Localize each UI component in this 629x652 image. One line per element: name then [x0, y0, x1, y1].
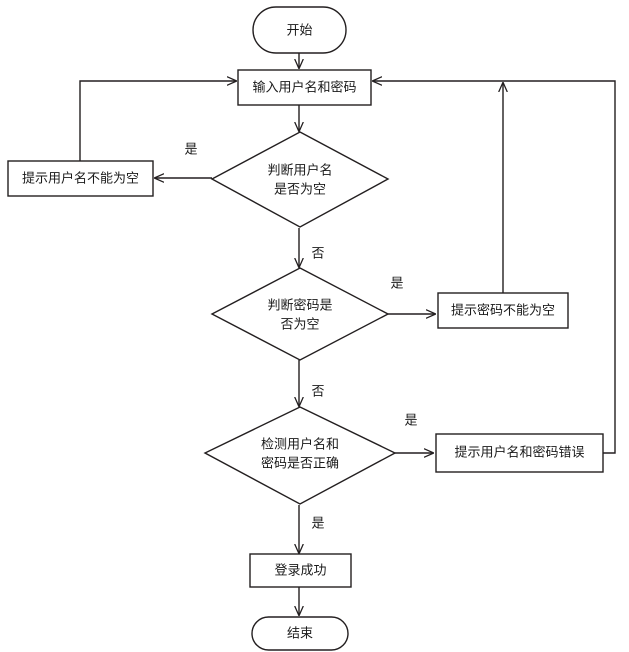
node-login-success[interactable]: 登录成功 [249, 553, 352, 588]
node-start-label: 开始 [286, 24, 312, 39]
node-end[interactable]: 结束 [251, 616, 349, 651]
node-warn-credentials-wrong[interactable]: 提示用户名和密码错误 [435, 433, 604, 473]
node-check-credentials-label-line1: 检测用户名和 [261, 437, 339, 453]
node-input-credentials-shape [237, 69, 372, 106]
edge-label-password-empty-no: 否 [311, 385, 324, 400]
node-start-shape [252, 6, 347, 54]
node-warn-password-empty-shape [437, 292, 569, 329]
node-check-password-empty[interactable]: 判断密码是 否为空 [210, 267, 390, 361]
node-warn-credentials-wrong-shape [435, 433, 604, 473]
node-check-username-empty-label-line2: 是否为空 [274, 183, 326, 198]
node-login-success-label: 登录成功 [274, 564, 326, 579]
node-warn-username-empty[interactable]: 提示用户名不能为空 [7, 160, 154, 197]
edge-label-username-empty-no: 否 [311, 247, 324, 262]
node-login-success-shape [249, 553, 352, 588]
node-warn-password-empty-label: 提示密码不能为空 [451, 303, 555, 319]
node-input-credentials[interactable]: 输入用户名和密码 [237, 69, 372, 106]
node-check-username-empty-label-line1: 判断用户名 [267, 163, 332, 179]
node-warn-username-empty-label: 提示用户名不能为空 [22, 171, 139, 187]
edge-warn-credentials-back-to-input [503, 80, 616, 454]
node-check-credentials[interactable]: 检测用户名和 密码是否正确 [203, 406, 397, 505]
edge-label-password-empty-yes: 是 [390, 277, 403, 292]
edge-label-username-empty-yes: 是 [184, 143, 197, 158]
edge-label-credentials-yes: 是 [404, 414, 417, 429]
node-start[interactable]: 开始 [252, 6, 347, 54]
node-check-password-empty-label-line1: 判断密码是 [267, 298, 332, 314]
node-end-label: 结束 [287, 627, 313, 642]
node-check-password-empty-label-line2: 否为空 [280, 318, 319, 333]
node-end-shape [251, 616, 349, 651]
node-warn-credentials-wrong-label: 提示用户名和密码错误 [454, 445, 584, 461]
node-check-username-empty[interactable]: 判断用户名 是否为空 [210, 131, 390, 228]
node-check-username-empty-shape [210, 131, 390, 228]
node-input-credentials-label: 输入用户名和密码 [252, 80, 356, 96]
node-check-credentials-label-line2: 密码是否正确 [261, 456, 339, 472]
node-check-password-empty-shape [210, 267, 390, 361]
node-warn-username-empty-shape [7, 160, 154, 197]
node-warn-password-empty[interactable]: 提示密码不能为空 [437, 292, 569, 329]
edge-label-credentials-no: 是 [311, 517, 324, 532]
node-check-credentials-shape [203, 406, 397, 505]
edge-warn-username-back-to-input [79, 81, 236, 161]
